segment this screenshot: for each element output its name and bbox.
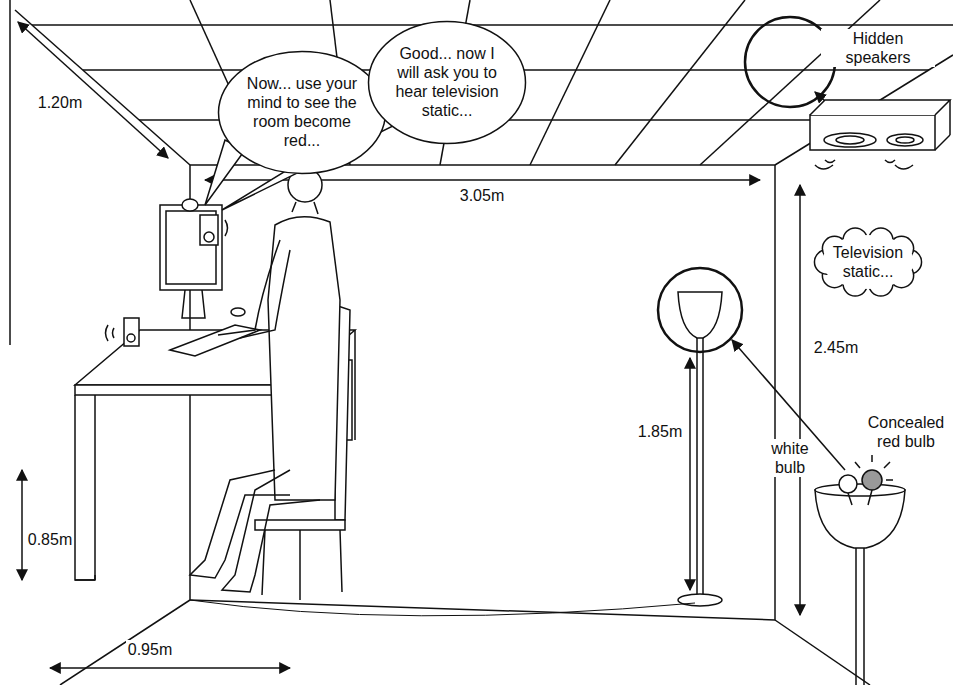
dimension-label: 1.20m [36,93,84,112]
speech-bubble: Now... use your mind to see the room bec… [217,50,387,175]
bubble-text: Now... use your mind to see the room bec… [238,74,366,151]
dimension-label: 0.85m [26,530,74,549]
dimension-label: 0.95m [126,640,174,659]
dimension-label: 2.45m [812,338,860,357]
speech-bubble: Good... now I will ask you to hear telev… [367,20,527,145]
thought-cloud: Television static... [810,225,926,299]
bubble-text: Television static... [820,243,916,281]
bubble-outline [367,20,527,145]
bubble-outline [217,50,387,175]
bubble-text: Good... now I will ask you to hear telev… [391,44,503,121]
dimension-label: 1.85m [636,422,684,441]
dimension-label: Hidden speakers [821,29,935,67]
dimension-label: Concealed red bulb [862,413,950,451]
dimension-label: 3.05m [458,186,506,205]
dimension-label: white bulb [764,439,816,477]
bubble-outline [810,225,926,299]
